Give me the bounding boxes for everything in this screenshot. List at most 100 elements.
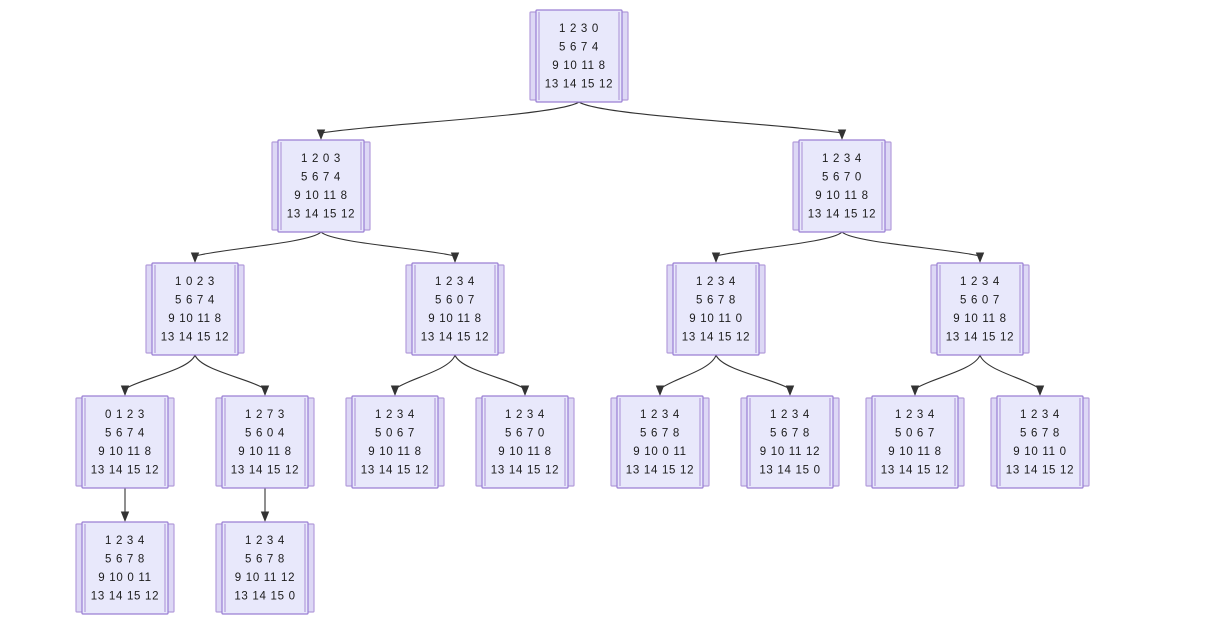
edge-arrowhead <box>260 511 270 522</box>
node-row-1: 1 2 3 4 <box>1020 409 1060 421</box>
tree-node[interactable]: 1 2 3 45 6 7 09 10 11 813 14 15 12 <box>792 139 892 233</box>
node-row-2: 5 6 7 8 <box>640 428 680 440</box>
node-row-2: 5 6 7 8 <box>1020 428 1060 440</box>
node-row-3: 9 10 11 0 <box>1013 446 1066 458</box>
tree-edge <box>120 488 130 522</box>
edge-arrowhead <box>711 252 721 263</box>
node-row-4: 13 14 15 0 <box>234 591 295 603</box>
tree-node[interactable]: 1 0 2 35 6 7 49 10 11 813 14 15 12 <box>145 262 245 356</box>
tree-edge <box>194 354 270 396</box>
node-row-4: 13 14 15 12 <box>491 465 559 477</box>
node-row-3: 9 10 11 8 <box>552 60 605 72</box>
edge-arrowhead <box>260 385 270 396</box>
node-body <box>221 395 309 489</box>
node-body <box>798 139 886 233</box>
node-row-3: 9 10 11 8 <box>953 313 1006 325</box>
node-row-1: 1 2 3 4 <box>640 409 680 421</box>
tree-node[interactable]: 1 2 3 45 6 7 89 10 11 013 14 15 12 <box>666 262 766 356</box>
node-row-3: 9 10 11 8 <box>368 446 421 458</box>
node-row-4: 13 14 15 0 <box>759 465 820 477</box>
node-row-3: 9 10 0 11 <box>98 572 151 584</box>
node-row-4: 13 14 15 12 <box>231 465 299 477</box>
node-row-3: 9 10 11 8 <box>98 446 151 458</box>
node-body <box>936 262 1024 356</box>
node-body <box>151 262 239 356</box>
node-body <box>411 262 499 356</box>
tree-edge <box>454 354 530 396</box>
node-row-2: 5 6 0 4 <box>245 428 285 440</box>
tree-node[interactable]: 1 2 7 3 5 6 0 4 9 10 11 8 13 14 15 12 <box>215 395 315 489</box>
node-row-4: 13 14 15 12 <box>287 209 355 221</box>
edge-arrowhead <box>910 385 920 396</box>
node-row-3: 9 10 0 11 <box>633 446 686 458</box>
edge-arrowhead <box>316 129 326 140</box>
node-row-2: 5 6 7 4 <box>175 295 215 307</box>
tree-node[interactable]: 0 1 2 35 6 7 49 10 11 813 14 15 12 <box>75 395 175 489</box>
edge-arrowhead <box>837 129 847 140</box>
tree-node[interactable]: 1 2 0 35 6 7 49 10 11 813 14 15 12 <box>271 139 371 233</box>
node-row-4: 13 14 15 12 <box>91 591 159 603</box>
tree-node[interactable]: 1 2 3 45 6 7 89 10 11 013 14 15 12 <box>990 395 1090 489</box>
node-row-3: 9 10 11 8 <box>815 190 868 202</box>
tree-edge <box>979 354 1045 396</box>
node-row-1: 1 2 3 4 <box>696 276 736 288</box>
tree-edge <box>841 231 985 263</box>
tree-node[interactable]: 1 2 3 45 6 0 79 10 11 813 14 15 12 <box>930 262 1030 356</box>
node-body <box>535 9 623 103</box>
tree-edge <box>910 354 981 396</box>
node-row-4: 13 14 15 12 <box>626 465 694 477</box>
node-row-1: 1 2 3 4 <box>895 409 935 421</box>
node-row-4: 13 14 15 12 <box>161 332 229 344</box>
node-body <box>221 521 309 615</box>
node-row-1: 1 0 2 3 <box>175 276 215 288</box>
node-row-3: 9 10 11 8 <box>498 446 551 458</box>
node-body <box>672 262 760 356</box>
node-row-3: 9 10 11 12 <box>760 446 821 458</box>
tree-edge <box>120 354 196 396</box>
tree-node[interactable]: 1 2 3 4 5 6 7 8 9 10 0 11 13 14 15 12 <box>610 395 710 489</box>
node-row-1: 1 2 3 4 <box>505 409 545 421</box>
edge-arrowhead <box>190 252 200 263</box>
edges-layer <box>120 101 1045 522</box>
node-row-3: 9 10 11 8 <box>238 446 291 458</box>
node-row-2: 5 0 6 7 <box>895 428 935 440</box>
edge-arrowhead <box>785 385 795 396</box>
tree-edge <box>320 231 460 263</box>
tree-node[interactable]: 1 2 3 45 6 0 79 10 11 813 14 15 12 <box>405 262 505 356</box>
tree-edge <box>578 101 847 140</box>
node-row-1: 1 2 7 3 <box>245 409 285 421</box>
node-row-1: 1 2 3 4 <box>375 409 415 421</box>
tree-node[interactable]: 1 2 3 45 0 6 79 10 11 813 14 15 12 <box>345 395 445 489</box>
tree-edge <box>190 231 322 263</box>
node-row-2: 5 6 7 0 <box>505 428 545 440</box>
tree-node[interactable]: 1 2 3 4 5 6 7 0 9 10 11 8 13 14 15 12 <box>475 395 575 489</box>
node-body <box>746 395 834 489</box>
node-row-1: 1 2 3 4 <box>245 535 285 547</box>
edge-arrowhead <box>520 385 530 396</box>
node-row-2: 5 6 7 8 <box>105 554 145 566</box>
tree-edge <box>316 101 580 140</box>
node-body <box>871 395 959 489</box>
node-row-1: 1 2 0 3 <box>301 153 341 165</box>
node-row-2: 5 6 7 8 <box>770 428 810 440</box>
edge-arrowhead <box>450 252 460 263</box>
node-row-2: 5 6 7 8 <box>696 295 736 307</box>
node-row-2: 5 6 0 7 <box>960 295 1000 307</box>
node-body <box>996 395 1084 489</box>
node-row-2: 5 0 6 7 <box>375 428 415 440</box>
tree-node[interactable]: 1 2 3 05 6 7 49 10 11 813 14 15 12 <box>529 9 629 103</box>
node-row-3: 9 10 11 12 <box>235 572 296 584</box>
node-row-4: 13 14 15 12 <box>808 209 876 221</box>
tree-edge <box>260 488 270 522</box>
node-body <box>81 395 169 489</box>
node-row-1: 1 2 3 4 <box>435 276 475 288</box>
node-row-3: 9 10 11 0 <box>689 313 742 325</box>
tree-edge <box>715 354 795 396</box>
tree-node[interactable]: 1 2 3 45 0 6 79 10 11 813 14 15 12 <box>865 395 965 489</box>
nodes-layer: 1 2 3 05 6 7 49 10 11 813 14 15 12 1 2 0 … <box>75 9 1090 615</box>
